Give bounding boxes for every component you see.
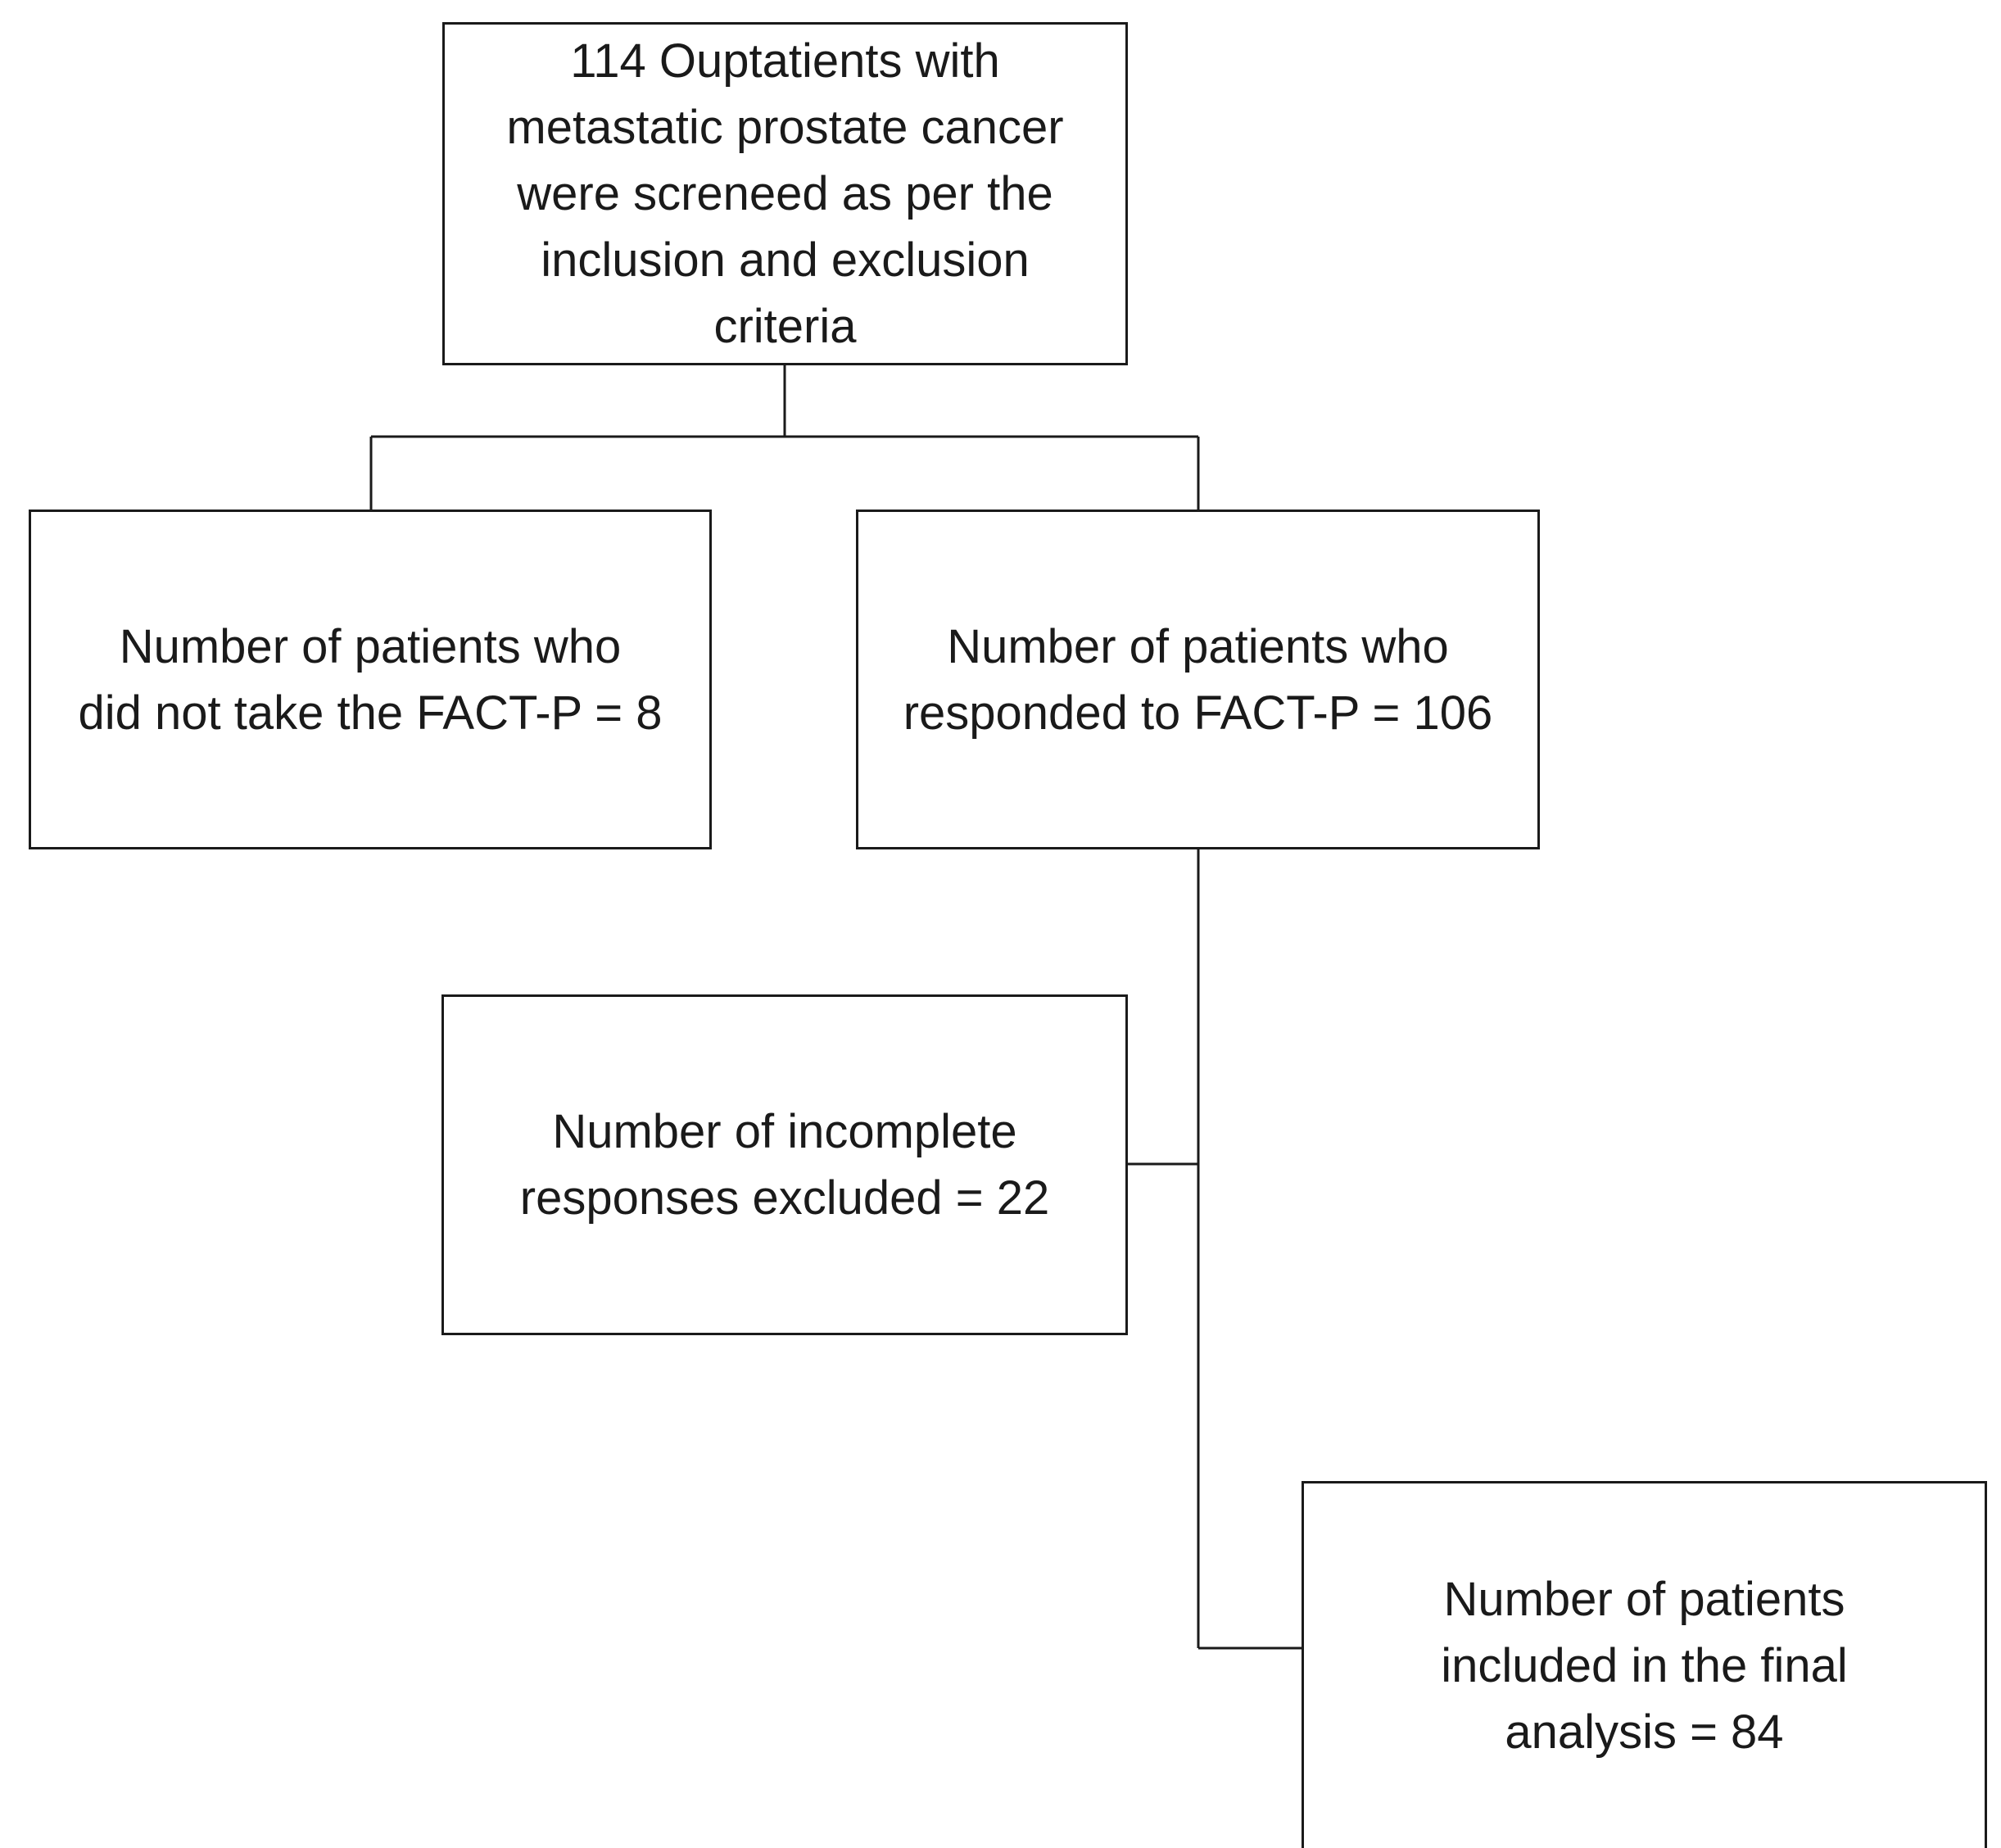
not-taken-fact-p-text: Number of patients who did not take the … <box>78 619 663 740</box>
screened-patients-box: 114 Ouptatients with metastatic prostate… <box>442 22 1128 365</box>
screened-patients-text: 114 Ouptatients with metastatic prostate… <box>506 34 1064 353</box>
responded-fact-p-box: Number of patients who responded to FACT… <box>856 510 1540 849</box>
responded-fact-p-text: Number of patients who responded to FACT… <box>903 619 1493 740</box>
incomplete-responses-box: Number of incomplete responses excluded … <box>441 994 1128 1335</box>
incomplete-responses-text: Number of incomplete responses excluded … <box>519 1105 1050 1225</box>
final-analysis-text: Number of patients included in the final… <box>1441 1573 1848 1759</box>
final-analysis-box: Number of patients included in the final… <box>1302 1481 1987 1848</box>
not-taken-fact-p-box: Number of patients who did not take the … <box>29 510 712 849</box>
